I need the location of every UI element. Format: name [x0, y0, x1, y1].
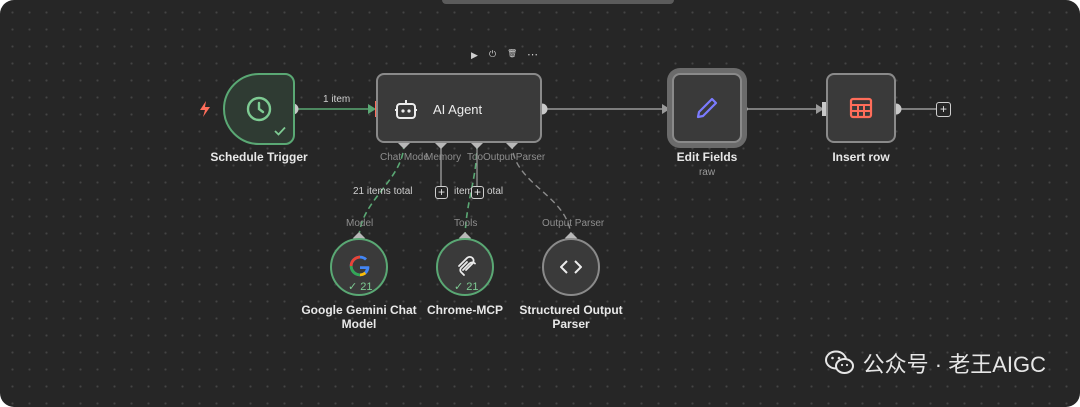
- insert-row-label: Insert row: [832, 150, 890, 164]
- edge-trigger-items-label: 1 item: [323, 94, 351, 105]
- plus-icon: +: [939, 102, 947, 116]
- google-g-icon: [349, 255, 370, 277]
- tools-items-label-right: otal: [487, 186, 504, 197]
- ai-agent-node[interactable]: AI Agent: [376, 73, 542, 143]
- schedule-trigger-label: Schedule Trigger: [210, 150, 308, 164]
- more-icon[interactable]: ⋯: [527, 49, 538, 61]
- table-icon: [849, 97, 873, 119]
- add-tool-button[interactable]: +: [471, 186, 484, 199]
- tools-items-label-left: item: [454, 186, 473, 197]
- chrome-mcp-node[interactable]: ✓ 21: [436, 238, 494, 296]
- model-items-label: 21 items total: [353, 186, 413, 197]
- edit-fields-sub: raw: [698, 167, 716, 178]
- structured-output-parser-label: Structured Output Parser: [519, 303, 623, 331]
- schedule-trigger-node[interactable]: [223, 73, 295, 145]
- trigger-bolt-icon: [200, 101, 210, 117]
- wechat-icon: [824, 350, 854, 374]
- top-handle[interactable]: [442, 0, 674, 4]
- delete-icon[interactable]: 🗑: [507, 49, 518, 58]
- structured-output-parser-node[interactable]: [542, 238, 600, 296]
- port-chat-model-label: Chat Mode: [380, 152, 429, 163]
- clock-icon: [246, 96, 272, 122]
- port-parser-label: Output Parser: [483, 152, 546, 163]
- port-memory-label: Memory: [425, 152, 462, 163]
- port-tool-label: Too: [467, 152, 484, 163]
- code-brackets-icon: [560, 260, 582, 274]
- chrome-mcp-label: Chrome-MCP: [426, 303, 503, 317]
- plus-icon: +: [437, 185, 445, 199]
- model-port-label: Model: [346, 218, 374, 229]
- add-next-node-button[interactable]: +: [936, 102, 951, 117]
- parser-port-label: Output Parser: [542, 218, 605, 229]
- add-memory-button[interactable]: +: [435, 186, 448, 199]
- robot-icon: [395, 100, 417, 119]
- edge-agent-edit-arrow: [662, 104, 670, 114]
- watermark: 公众号 · 老王AIGC: [824, 347, 1046, 379]
- edge-model: [358, 142, 405, 239]
- play-icon[interactable]: ▶: [471, 50, 478, 60]
- insert-row-node[interactable]: [826, 73, 896, 143]
- tools-port-label: Tools: [454, 218, 478, 229]
- edge-parser: [511, 142, 572, 239]
- mcp-icon: [458, 255, 476, 276]
- edit-fields-label: Edit Fields: [676, 150, 738, 164]
- check-icon: [274, 126, 286, 136]
- chrome-mcp-run-badge: ✓ 21: [454, 281, 479, 293]
- plus-icon: +: [473, 185, 481, 199]
- edge-trigger-agent-arrow: [368, 104, 376, 114]
- insert-input-port: [822, 102, 826, 116]
- watermark-text: 公众号 · 老王AIGC: [862, 352, 1046, 377]
- power-icon[interactable]: ⏻: [489, 49, 497, 59]
- pencil-icon: [696, 97, 718, 119]
- ai-agent-label: AI Agent: [433, 102, 483, 117]
- edit-input-port: [668, 102, 672, 116]
- gemini-label: Google Gemini Chat Model: [301, 303, 417, 331]
- edge-edit-insert-arrow: [816, 104, 824, 114]
- gemini-chat-model-node[interactable]: ✓ 21: [330, 238, 388, 296]
- gemini-run-badge: ✓ 21: [348, 281, 373, 293]
- edit-fields-node[interactable]: [672, 73, 742, 143]
